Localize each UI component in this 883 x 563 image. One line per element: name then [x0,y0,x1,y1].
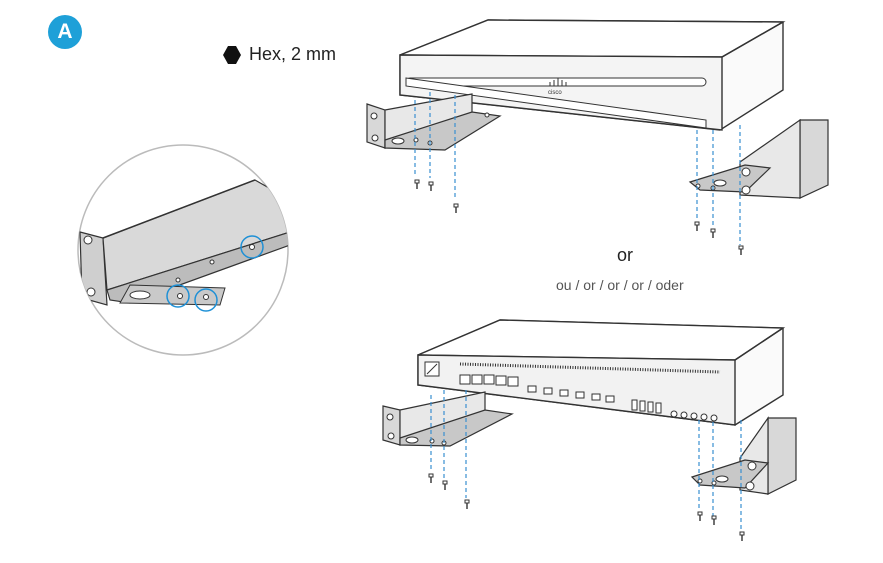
device-rear-view [417,319,786,426]
translations-label: ou / or / or / or / oder [556,277,684,293]
or-label: or [617,245,634,265]
tool-label-text: Hex, 2 mm [249,44,337,64]
brand-logo-text: cisco [548,90,562,96]
guide-lines-top [414,92,741,245]
brand-logo: cisco [548,78,567,96]
device-front-view: cisco [399,19,786,131]
step-badge: A [48,15,82,49]
bracket-top-left [366,93,502,151]
hex-key-icon [223,45,241,64]
bracket-top-right [688,118,829,199]
guide-lines-bottom [430,390,742,530]
screws-top [414,179,744,256]
zoom-detail [77,144,289,356]
tool-label: Hex, 2 mm [222,44,336,65]
screws-bottom [428,473,745,542]
bracket-bottom-right [690,416,797,495]
bracket-bottom-left [382,391,514,447]
